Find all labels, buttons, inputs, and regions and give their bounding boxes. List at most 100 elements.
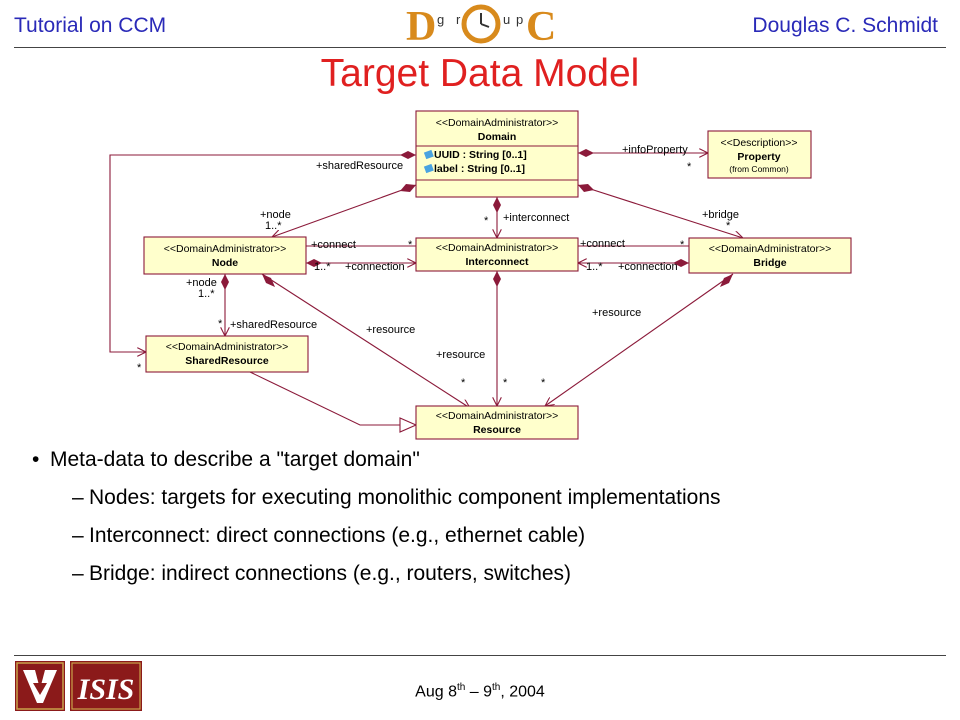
sub-bullet-text: Interconnect: direct connections (e.g., … bbox=[89, 524, 586, 547]
class-name: Property bbox=[737, 151, 780, 163]
aggregation-diamond bbox=[673, 259, 689, 267]
bullet-item: • Meta-data to describe a "target domain… bbox=[32, 448, 942, 472]
aggregation-diamond bbox=[262, 274, 275, 287]
dash-icon: – bbox=[72, 562, 84, 585]
generalization-shared-resource bbox=[249, 371, 400, 426]
role-label: +bridge bbox=[702, 209, 739, 221]
aggregation-diamond bbox=[306, 259, 322, 267]
aggregation-diamond bbox=[221, 274, 229, 290]
role-label: +infoProperty bbox=[622, 144, 688, 156]
assoc-node-resource bbox=[261, 273, 470, 408]
footer-date: Aug 8th – 9th, 2004 bbox=[0, 682, 960, 701]
date-ordinal: th bbox=[492, 682, 501, 693]
class-name: Interconnect bbox=[465, 256, 529, 268]
doc-group-logo: D g r u p C bbox=[406, 4, 556, 46]
assoc-domain-shared bbox=[109, 154, 416, 352]
multiplicity-label: * bbox=[687, 161, 692, 173]
multiplicity-label: * bbox=[408, 239, 413, 251]
class-stereotype: <<Description>> bbox=[720, 137, 797, 149]
slide-title: Target Data Model bbox=[320, 52, 640, 95]
assoc-domain-node bbox=[272, 184, 417, 237]
role-label: +connect bbox=[580, 238, 625, 250]
date-part: – 9 bbox=[465, 683, 492, 701]
bullet-list: • Meta-data to describe a "target domain… bbox=[32, 448, 942, 600]
class-attribute: UUID : String [0..1] bbox=[434, 149, 527, 161]
role-label: +connection bbox=[345, 261, 405, 273]
sub-bullet-item: – Bridge: indirect connections (e.g., ro… bbox=[72, 562, 942, 586]
logo-letter-d: D bbox=[406, 4, 436, 46]
assoc-domain-bridge bbox=[577, 184, 743, 238]
role-label: +node bbox=[186, 277, 217, 289]
date-part: Aug 8 bbox=[415, 683, 457, 701]
role-label: +resource bbox=[436, 349, 485, 361]
sub-bullet-item: – Interconnect: direct connections (e.g.… bbox=[72, 524, 942, 548]
class-name: Resource bbox=[473, 424, 521, 436]
class-name: Bridge bbox=[753, 257, 786, 269]
role-label: +sharedResource bbox=[316, 160, 403, 172]
class-resource: <<DomainAdministrator>> Resource bbox=[415, 405, 579, 440]
header-course-title: Tutorial on CCM bbox=[14, 14, 167, 37]
logo-letter-c: C bbox=[526, 4, 556, 46]
attribute-icon bbox=[423, 163, 434, 174]
sub-bullet-text: Bridge: indirect connections (e.g., rout… bbox=[89, 562, 572, 585]
svg-text:ISIS: ISIS bbox=[77, 673, 135, 706]
multiplicity-label: * bbox=[461, 377, 466, 389]
dash-icon: – bbox=[72, 486, 84, 509]
isis-logo: ISIS bbox=[70, 661, 142, 711]
multiplicity-label: 1..* bbox=[314, 261, 331, 273]
role-label: +connect bbox=[311, 239, 356, 251]
multiplicity-label: * bbox=[680, 239, 685, 251]
role-label: +resource bbox=[592, 307, 641, 319]
bullet-text: Meta-data to describe a "target domain" bbox=[50, 448, 420, 471]
multiplicity-label: * bbox=[503, 377, 508, 389]
vanderbilt-logo bbox=[15, 661, 65, 711]
class-stereotype: <<DomainAdministrator>> bbox=[709, 243, 832, 255]
assoc-bridge-resource bbox=[545, 273, 734, 406]
multiplicity-label: * bbox=[484, 215, 489, 227]
aggregation-diamond bbox=[400, 151, 416, 159]
class-property: <<Description>> Property (from Common) bbox=[707, 130, 812, 179]
dash-icon: – bbox=[72, 524, 84, 547]
aggregation-diamond bbox=[578, 149, 594, 157]
logo-letter-u: u bbox=[503, 12, 510, 27]
footer-rule bbox=[14, 655, 946, 656]
sub-bullet-item: – Nodes: targets for executing monolithi… bbox=[72, 486, 942, 510]
class-stereotype: <<DomainAdministrator>> bbox=[166, 341, 289, 353]
generalization-arrowhead bbox=[399, 417, 418, 433]
logo-letter-r: r bbox=[456, 12, 461, 27]
role-label: +resource bbox=[366, 324, 415, 336]
class-name: SharedResource bbox=[185, 355, 269, 367]
class-bridge: <<DomainAdministrator>> Bridge bbox=[688, 237, 852, 274]
multiplicity-label: 1..* bbox=[586, 261, 603, 273]
logo-letter-g: g bbox=[437, 12, 444, 27]
aggregation-diamond bbox=[400, 184, 416, 192]
class-note: (from Common) bbox=[729, 164, 789, 174]
aggregation-diamond bbox=[493, 197, 501, 213]
class-interconnect: <<DomainAdministrator>> Interconnect bbox=[415, 237, 579, 272]
multiplicity-label: * bbox=[137, 362, 142, 374]
class-stereotype: <<DomainAdministrator>> bbox=[436, 117, 559, 129]
aggregation-diamond bbox=[493, 271, 501, 287]
class-stereotype: <<DomainAdministrator>> bbox=[436, 242, 559, 254]
header-author: Douglas C. Schmidt bbox=[752, 14, 938, 37]
logo-letter-p: p bbox=[516, 12, 523, 27]
multiplicity-label: * bbox=[541, 377, 546, 389]
class-name: Domain bbox=[478, 131, 517, 143]
class-node: <<DomainAdministrator>> Node bbox=[143, 236, 307, 275]
aggregation-diamond bbox=[720, 274, 733, 287]
header-rule bbox=[14, 47, 946, 48]
class-stereotype: <<DomainAdministrator>> bbox=[436, 410, 559, 422]
class-name: Node bbox=[212, 257, 238, 269]
uml-diagram: <<DomainAdministrator>> Domain UUID : St… bbox=[109, 110, 852, 440]
multiplicity-label: 1..* bbox=[198, 288, 215, 300]
class-stereotype: <<DomainAdministrator>> bbox=[164, 243, 287, 255]
role-label: +connection bbox=[618, 261, 678, 273]
multiplicity-label: * bbox=[218, 318, 223, 330]
multiplicity-label: * bbox=[726, 220, 731, 232]
class-attribute: label : String [0..1] bbox=[434, 163, 525, 175]
date-ordinal: th bbox=[456, 682, 466, 693]
role-label: +node bbox=[260, 209, 291, 221]
role-label: +interconnect bbox=[503, 212, 569, 224]
aggregation-diamond bbox=[578, 184, 594, 192]
sub-bullet-text: Nodes: targets for executing monolithic … bbox=[89, 486, 721, 509]
